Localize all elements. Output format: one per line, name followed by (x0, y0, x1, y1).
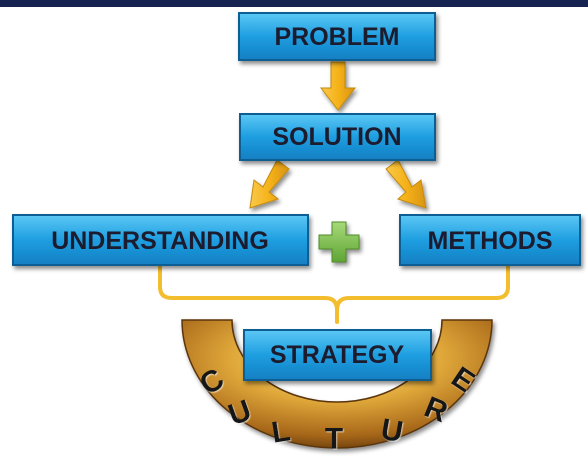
culture-arc (181, 319, 493, 449)
understanding-box: UNDERSTANDING (12, 214, 309, 266)
plus-icon (318, 221, 360, 263)
arrow-solution-to-methods (385, 159, 427, 209)
understanding-label: UNDERSTANDING (51, 227, 269, 255)
problem-box: PROBLEM (238, 12, 436, 61)
methods-box: METHODS (399, 214, 581, 266)
solution-box: SOLUTION (239, 113, 436, 161)
bracket-connector (158, 263, 510, 324)
culture-letter-u2: U (378, 413, 405, 449)
strategy-box: STRATEGY (243, 329, 432, 381)
culture-letter-t: T (325, 423, 343, 456)
problem-label: PROBLEM (275, 23, 400, 51)
methods-label: METHODS (428, 227, 553, 255)
strategy-label: STRATEGY (270, 341, 405, 369)
solution-label: SOLUTION (272, 123, 401, 151)
arrow-problem-to-solution (319, 61, 357, 111)
culture-letter-l: L (269, 414, 292, 449)
top-bar (0, 0, 588, 7)
arrow-solution-to-understanding (249, 159, 290, 209)
